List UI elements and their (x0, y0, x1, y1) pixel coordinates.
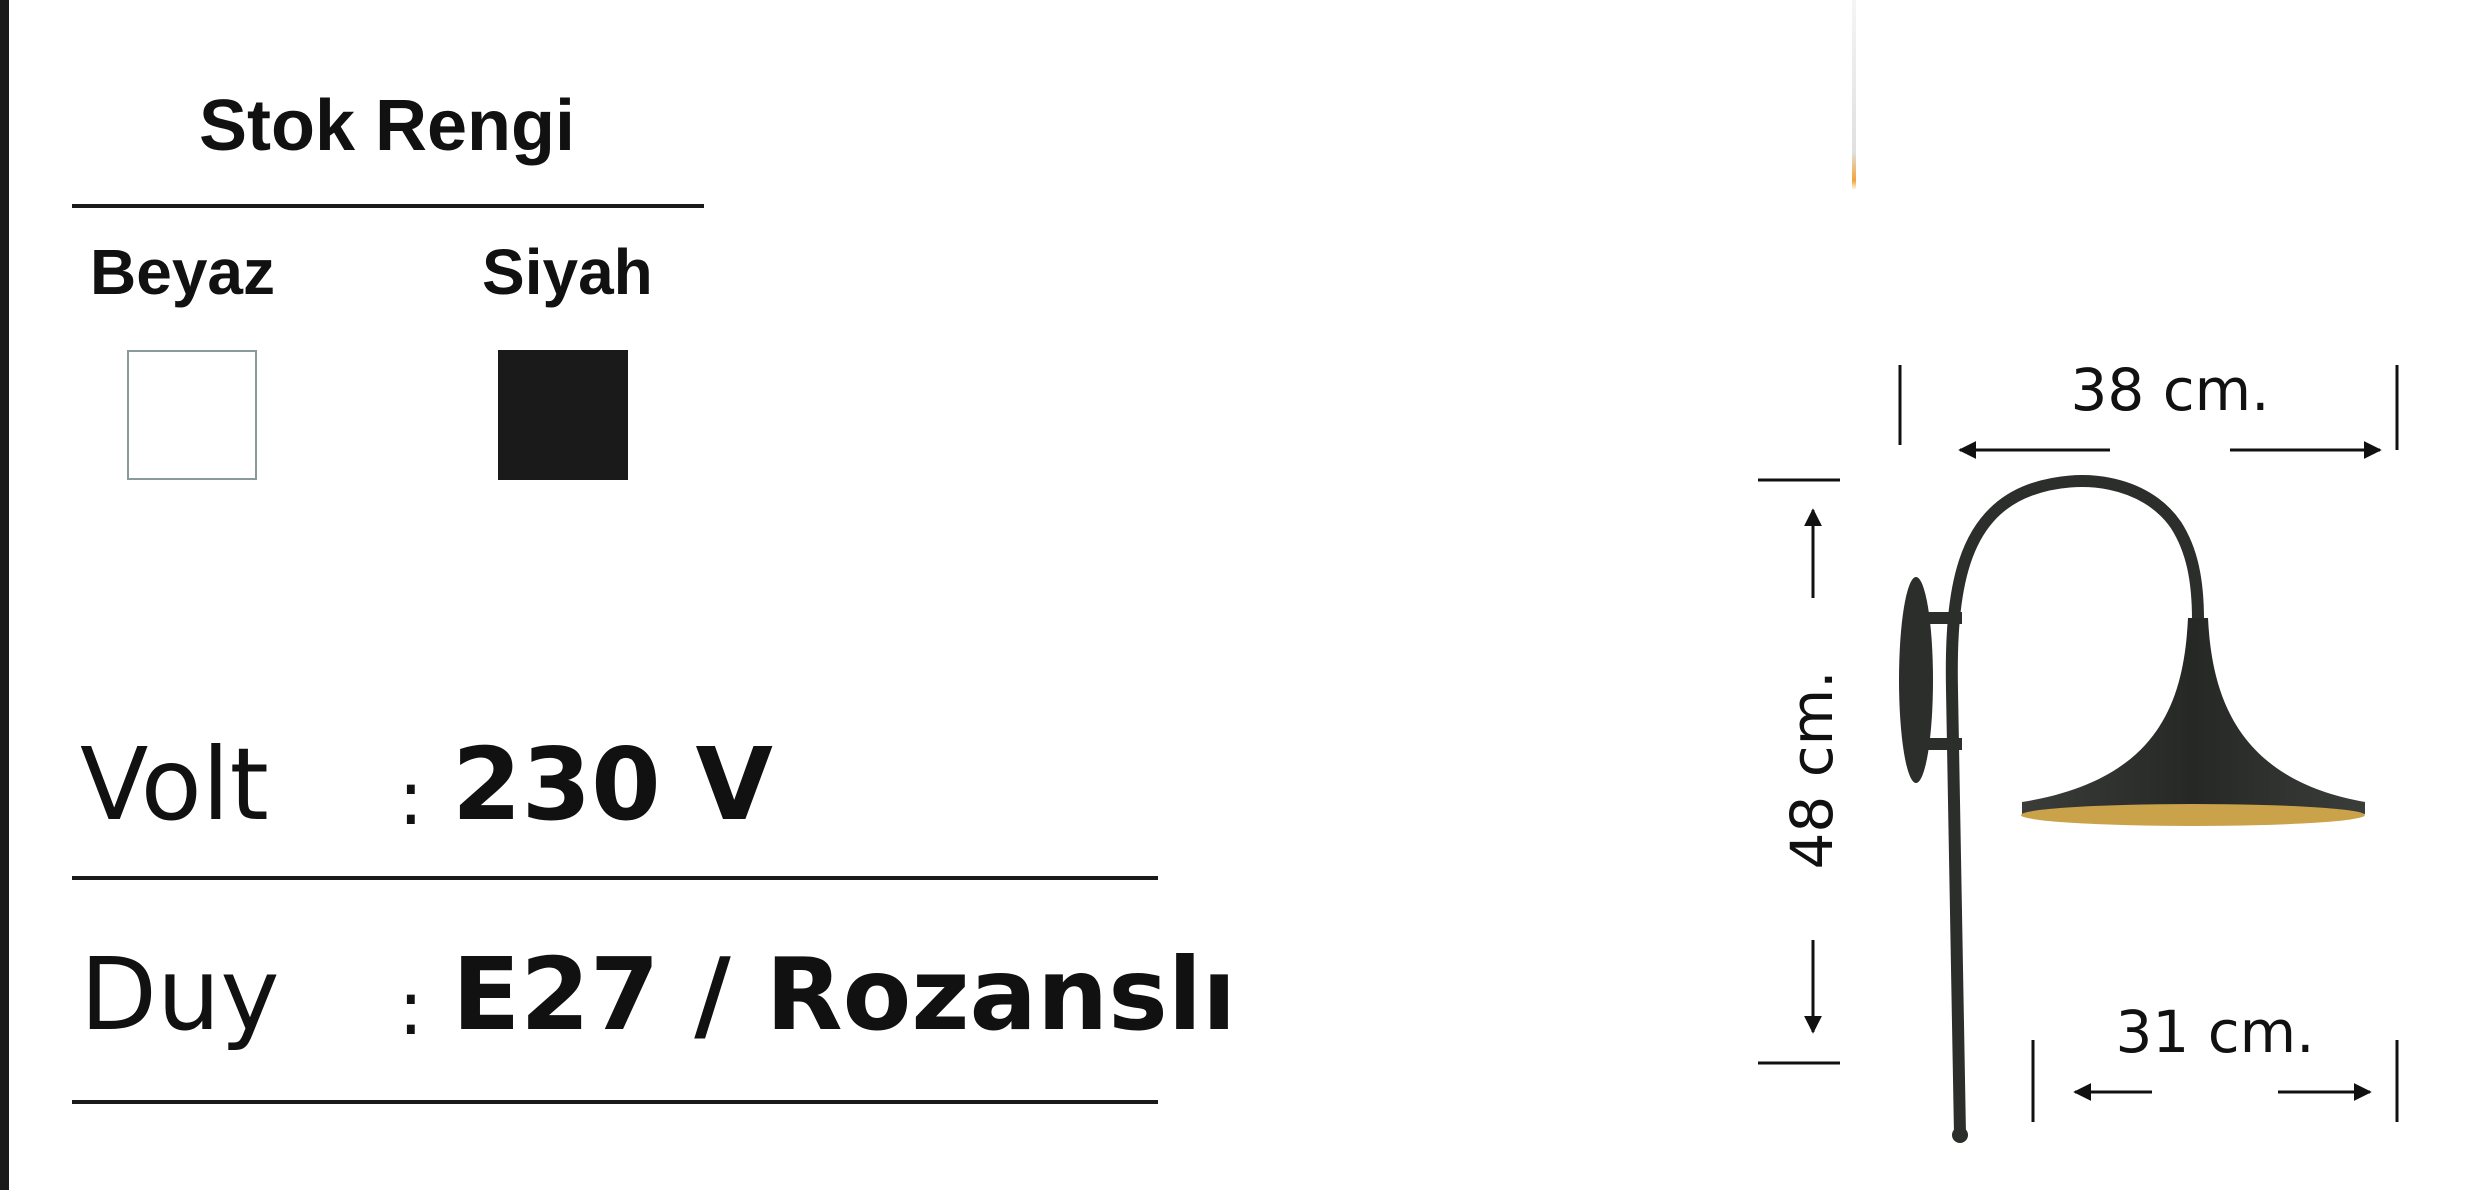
lamp-dimension-diagram: 38 cm. 48 cm. 31 cm. (1758, 356, 2399, 1143)
dim-height-label: 48 cm. (1778, 670, 1846, 869)
spec-label-duy: Duy (80, 936, 280, 1053)
spec-colon-volt: : (398, 753, 424, 842)
spec-colon-duy: : (398, 963, 424, 1052)
swatch-label-white: Beyaz (90, 236, 275, 308)
wall-lamp-illustration (1899, 475, 2365, 1143)
spec-label-volt: Volt (80, 726, 269, 843)
dim-bottom-label: 31 cm. (2115, 998, 2314, 1066)
swatch-white (127, 350, 257, 480)
top-edge-sliver (1852, 0, 1856, 190)
spec-divider-volt (72, 876, 1158, 880)
swatch-label-black: Siyah (482, 236, 653, 308)
stock-color-title: Stok Rengi (198, 86, 576, 166)
stock-title-divider (72, 204, 704, 208)
lamp-shade (2022, 618, 2365, 814)
left-edge-bar (0, 0, 9, 1190)
lamp-shade-inner (2021, 804, 2365, 826)
spec-value-duy: E27 / Rozanslı (452, 936, 1237, 1053)
dim-top-label: 38 cm. (2070, 356, 2269, 424)
lamp-wall-plate (1899, 577, 1933, 783)
dimension-height: 48 cm. (1758, 478, 1846, 1065)
dimension-width-bottom: 31 cm. (2031, 998, 2399, 1122)
spec-value-volt: 230 V (452, 726, 773, 843)
dimension-width-top: 38 cm. (1898, 356, 2399, 459)
spec-divider-duy (72, 1100, 1158, 1104)
swatch-black (498, 350, 628, 480)
lamp-arm (1945, 475, 2204, 1141)
lamp-arm-end (1952, 1127, 1968, 1143)
